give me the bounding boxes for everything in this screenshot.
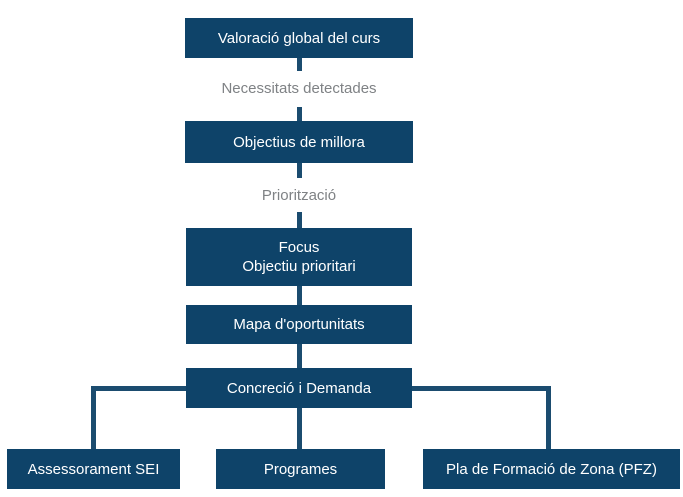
node-mapa-label: Mapa d'oportunitats (233, 316, 365, 333)
connector-concrecio-to-programes (297, 408, 302, 449)
node-concrecio-label: Concreció i Demanda (226, 379, 372, 397)
node-valoracio-label: Valoració global del curs (217, 29, 381, 47)
edge-label-prioritzacio: Priorització (261, 187, 337, 204)
node-programes: Programes (216, 449, 385, 489)
edge-label-necessitats-detectades: Necessitats detectades (221, 80, 377, 97)
node-valoracio-global-del-curs: Valoració global del curs (185, 18, 413, 58)
branch-line-left-vertical (91, 386, 96, 449)
node-concrecio-i-demanda: Concreció i Demanda (186, 368, 412, 408)
node-pfz-label: Pla de Formació de Zona (PFZ) (446, 460, 657, 478)
connector-mapa-to-concrecio (297, 344, 302, 368)
connector-valoracio-to-label (297, 58, 302, 71)
node-focus-line1: Focus (278, 239, 320, 256)
node-programes-label: Programes (263, 460, 338, 478)
node-assessorament-label: Assessorament SEI (27, 460, 160, 478)
node-focus-objectiu-prioritari: Focus Objectiu prioritari (186, 228, 412, 286)
branch-line-right-horizontal (412, 386, 551, 391)
node-assessorament-sei: Assessorament SEI (7, 449, 180, 489)
node-pla-de-formacio-de-zona: Pla de Formació de Zona (PFZ) (423, 449, 680, 489)
node-focus-line2: Objectiu prioritari (242, 258, 356, 275)
connector-label-to-focus (297, 212, 302, 228)
connector-objectius-to-label (297, 163, 302, 178)
node-objectius-de-millora: Objectius de millora (185, 121, 413, 163)
branch-line-right-vertical (546, 386, 551, 449)
node-objectius-label: Objectius de millora (233, 133, 365, 151)
branch-line-left-horizontal (91, 386, 186, 391)
connector-focus-to-mapa (297, 286, 302, 305)
connector-label-to-objectius (297, 107, 302, 121)
node-mapa-oportunitats: Mapa d'oportunitats (186, 305, 412, 344)
